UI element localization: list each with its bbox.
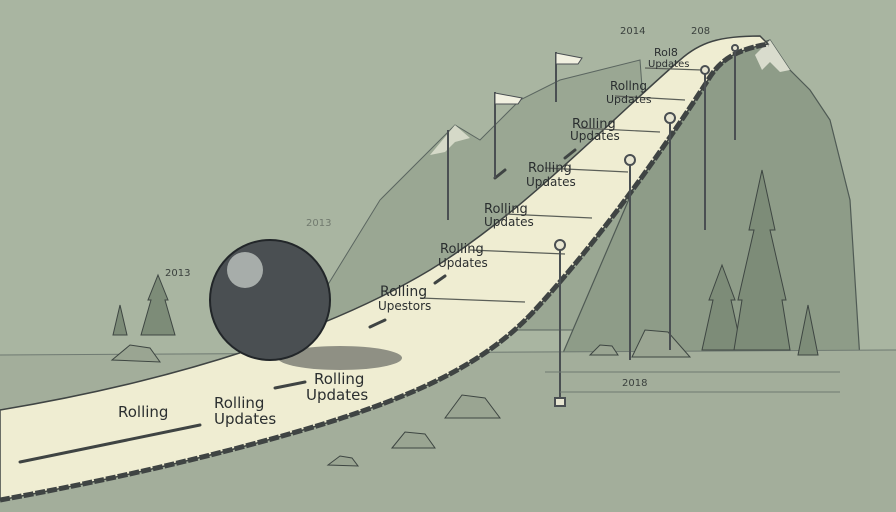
- step-label: Upestors: [378, 299, 431, 313]
- year-labels: 2013 2013 2014 208 2018: [165, 26, 710, 389]
- step-label: Updates: [606, 93, 652, 106]
- step-label: Rolling: [440, 242, 484, 257]
- step-label: Updates: [570, 129, 620, 143]
- tree: [733, 169, 791, 351]
- motion-line: [493, 168, 507, 180]
- road-rail: [0, 41, 769, 503]
- rock: [444, 394, 501, 419]
- tree: [140, 273, 176, 336]
- year-label: 2013: [165, 268, 190, 279]
- step-label: Rolling: [314, 370, 364, 388]
- step-label: Updates: [484, 215, 534, 229]
- year-label: 2013: [306, 218, 331, 229]
- step-label: Rolling: [214, 394, 264, 412]
- step-label: Rolling: [572, 117, 616, 132]
- step-label: Updates: [526, 175, 576, 189]
- rock: [631, 329, 692, 358]
- rock: [588, 344, 619, 356]
- motion-line: [18, 423, 202, 464]
- pole-cap: [731, 44, 739, 52]
- pole-cap: [700, 65, 710, 75]
- tree: [112, 304, 128, 336]
- year-label: 2018: [622, 378, 647, 389]
- rocks: [110, 329, 692, 467]
- mountain-snow: [755, 40, 790, 72]
- ball: [209, 239, 331, 361]
- posts: [554, 44, 739, 407]
- step-label: Rolling: [118, 403, 168, 421]
- step-label: Updates: [438, 256, 488, 270]
- step-line: [579, 127, 661, 133]
- motion-line: [563, 148, 577, 160]
- rock: [110, 344, 162, 363]
- step-label: Updates: [648, 59, 689, 70]
- flag-icon: [494, 92, 523, 105]
- motion-lines: [18, 148, 577, 464]
- step-label: Updates: [214, 410, 276, 428]
- mountain-left-snow: [430, 125, 470, 155]
- pole-base: [554, 397, 566, 407]
- tree: [797, 304, 819, 356]
- step-line: [419, 297, 526, 303]
- step-label: Rol8: [654, 46, 678, 59]
- step-label: Rollng: [610, 79, 647, 93]
- step-label: Rolling: [380, 284, 427, 300]
- year-label: 208: [691, 26, 710, 37]
- step-line: [504, 213, 593, 219]
- step-label: Updates: [306, 386, 368, 404]
- step-line: [614, 95, 686, 101]
- step-label: Rolling: [484, 202, 528, 217]
- pole-cap: [664, 112, 676, 124]
- motion-line: [273, 380, 307, 390]
- step-line: [469, 249, 566, 255]
- rock: [390, 431, 436, 449]
- step-label: Rolling: [528, 161, 572, 176]
- trees: [112, 169, 819, 356]
- ball-shadow: [278, 346, 402, 370]
- motion-line: [433, 274, 447, 285]
- pole-cap: [624, 154, 636, 166]
- flags: [447, 52, 583, 220]
- rock: [326, 455, 360, 467]
- step-labels: Rolling Rolling Updates Rolling Updates …: [118, 46, 689, 428]
- year-label: 2014: [620, 26, 645, 37]
- step-line: [544, 167, 629, 173]
- motion-line: [368, 318, 387, 329]
- tree: [701, 263, 743, 351]
- ball-highlight: [227, 252, 263, 288]
- pole-cap: [554, 239, 566, 251]
- flag-icon: [555, 52, 583, 65]
- road-steps: [419, 67, 703, 303]
- step-line: [644, 67, 703, 71]
